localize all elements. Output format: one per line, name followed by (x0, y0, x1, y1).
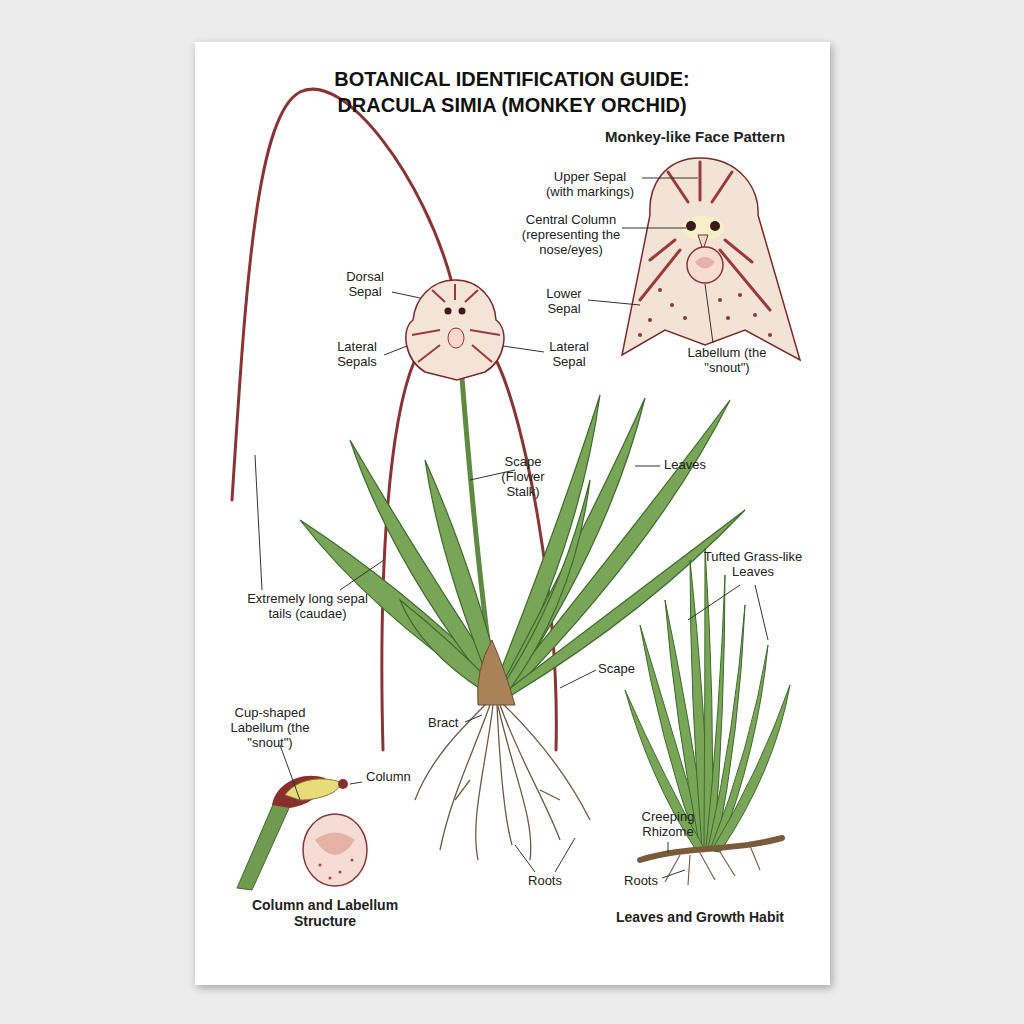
poster-title: BOTANICAL IDENTIFICATION GUIDE: DRACULA … (297, 66, 727, 118)
part-label: Lateral Sepal (542, 340, 596, 370)
part-label: Scape (598, 662, 648, 677)
part-label: Leaves (664, 458, 724, 473)
part-label: Lower Sepal (540, 287, 588, 317)
part-label: Scape (Flower Stalk) (495, 455, 551, 500)
part-label: Bract (428, 716, 473, 731)
part-label: Extremely long sepal tails (caudae) (245, 592, 370, 622)
part-label: Column (366, 770, 426, 785)
part-label: Upper Sepal (with markings) (540, 170, 640, 200)
section-heading: Monkey-like Face Pattern (605, 128, 825, 145)
part-label: Cup-shaped Labellum (the "snout") (225, 706, 315, 751)
part-label: Tufted Grass-like Leaves (700, 550, 806, 580)
part-label: Lateral Sepals (330, 340, 384, 370)
part-label: Central Column (representing the nose/ey… (520, 213, 622, 258)
part-label: Dorsal Sepal (340, 270, 390, 300)
part-label: Creeping Rhizome (635, 810, 701, 840)
part-label: Labellum (the "snout") (683, 346, 771, 376)
part-label: Roots (620, 874, 662, 889)
section-heading: Column and Labellum Structure (225, 897, 425, 929)
part-label: Roots (520, 874, 570, 889)
section-heading: Leaves and Growth Habit (590, 909, 810, 925)
